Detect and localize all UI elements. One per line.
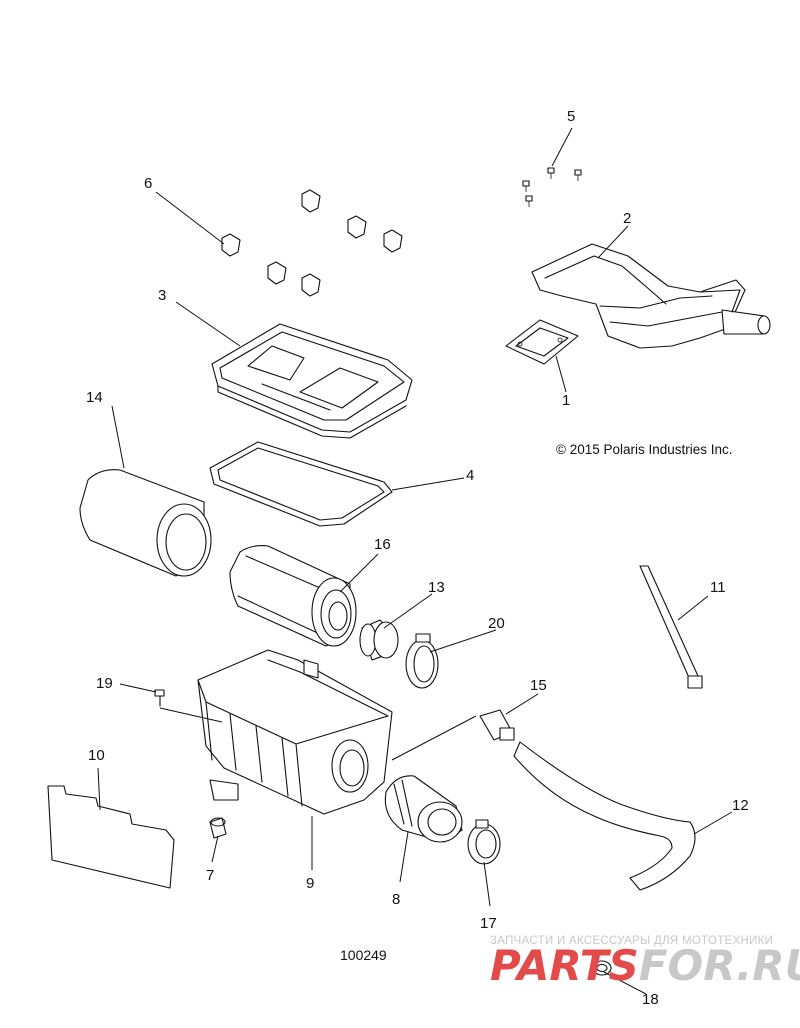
part-5-screws	[522, 167, 582, 207]
copyright-text: © 2015 Polaris Industries Inc.	[556, 442, 733, 457]
callout-13: 13	[428, 579, 445, 596]
watermark-tagline: ЗАПЧАСТИ И АКСЕССУАРЫ ДЛЯ МОТОТЕХНИКИ	[490, 935, 773, 947]
part-16-filter-element	[229, 545, 357, 647]
part-13-coupler-ring	[359, 619, 399, 661]
part-8-boot	[384, 775, 463, 843]
watermark-brand-part1: PARTS	[490, 941, 639, 990]
callout-20: 20	[488, 615, 505, 632]
part-2-intake-duct	[531, 243, 771, 349]
callout-numbers: 5 2 1 6 3 4 14 16 13 20 11 19 15 10 12 7…	[86, 108, 749, 1008]
callout-4: 4	[466, 467, 474, 484]
part-1-gasket-plate	[505, 319, 579, 365]
leader-lines	[97, 127, 733, 995]
callout-16: 16	[374, 536, 391, 553]
part-6-clips	[221, 189, 403, 297]
callout-3: 3	[158, 287, 166, 304]
diagram-reference-number: 100249	[340, 947, 387, 963]
watermark-brand: PARTSFOR.RU	[490, 941, 800, 990]
callout-15: 15	[530, 677, 547, 694]
part-20-clamp	[405, 633, 439, 689]
part-4-seal	[209, 441, 393, 527]
callout-1: 1	[562, 392, 570, 409]
part-17-clamp	[467, 819, 501, 865]
part-15-fitting	[479, 709, 515, 741]
callout-11: 11	[710, 579, 726, 596]
callout-9: 9	[306, 875, 314, 892]
callout-2: 2	[623, 210, 631, 227]
callout-12: 12	[732, 797, 749, 814]
callout-8: 8	[392, 891, 400, 908]
callout-7: 7	[206, 867, 214, 884]
callout-17: 17	[480, 915, 497, 932]
part-9-airbox	[197, 649, 393, 815]
part-18-small-clamp	[592, 960, 612, 976]
part-14-filter-sleeve	[79, 469, 212, 577]
watermark: ЗАПЧАСТИ И АКСЕССУАРЫ ДЛЯ МОТОТЕХНИКИ PA…	[490, 935, 800, 990]
part-12-drain-hose	[513, 741, 696, 891]
callout-14: 14	[86, 389, 103, 406]
part-7-grommet	[209, 817, 227, 839]
callout-10: 10	[88, 747, 105, 764]
callout-5: 5	[567, 108, 575, 125]
part-19-screw	[154, 689, 165, 707]
part-3-airbox-cover	[211, 323, 413, 439]
callout-19: 19	[96, 675, 113, 692]
callout-18: 18	[642, 991, 659, 1008]
part-10-panel	[47, 785, 175, 889]
part-11-strap	[639, 565, 703, 689]
watermark-brand-part2: FOR.RU	[639, 941, 800, 990]
callout-6: 6	[144, 175, 152, 192]
